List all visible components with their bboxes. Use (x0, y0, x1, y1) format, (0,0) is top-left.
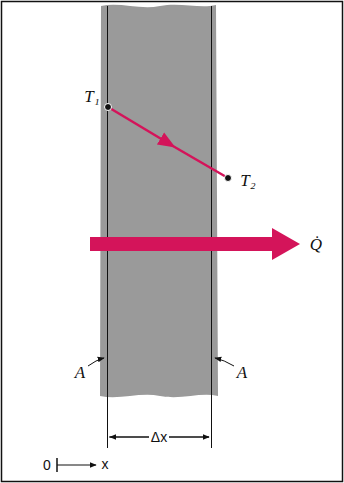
axis-origin: 0 (41, 457, 53, 473)
area-label: A (73, 363, 87, 382)
heat-rate-label: Q̇ (308, 235, 324, 254)
wall-face (107, 6, 108, 448)
leader-line (88, 358, 104, 366)
temperature-point (225, 175, 232, 182)
axis-label: x (100, 456, 111, 472)
temperature-point (105, 104, 112, 111)
temperature-label: T₁ (82, 87, 101, 106)
area-label: A (235, 363, 249, 382)
leader-line (215, 358, 234, 366)
axis-line (57, 465, 96, 466)
heat-flow-arrow (90, 228, 300, 260)
wall-slab (100, 5, 218, 397)
dimension-label: Δx (149, 429, 169, 445)
temperature-profile (166, 142, 228, 178)
temperature-label: T₂ (238, 171, 257, 190)
wall-face (211, 6, 212, 448)
temperature-profile (108, 107, 168, 143)
